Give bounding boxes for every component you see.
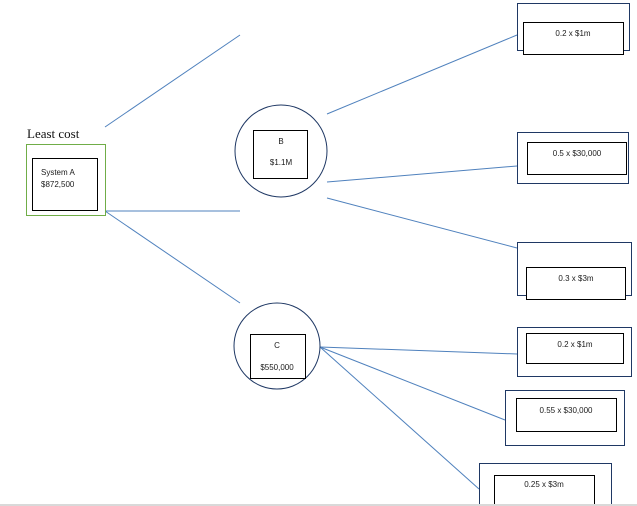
outcome-c-2: 0.55 x $30,000 [505,390,625,446]
root-value: $872,500 [41,180,75,189]
root-node: System A $872,500 [26,144,106,216]
outcome-label: 0.2 x $1m [555,29,590,38]
outcome-inner-box [527,142,627,175]
root-name: System A [41,168,75,177]
node-c: C $550,000 [233,302,321,390]
branch-line-root-top [104,34,241,128]
outcome-inner-box [526,333,624,364]
branch-line-c-outcome-2 [319,346,506,421]
node-b-value: $1.1M [270,158,293,167]
outcome-c-1: 0.2 x $1m [517,327,632,377]
node-c-value: $550,000 [260,363,294,372]
node-c-name: C [274,341,280,350]
outcome-label: 0.25 x $3m [524,480,564,489]
outcome-label: 0.5 x $30,000 [553,149,602,158]
outcome-label: 0.55 x $30,000 [540,406,593,415]
outcome-label: 0.2 x $1m [557,340,592,349]
page-bottom-edge [0,504,637,506]
outcome-inner-box [494,475,595,506]
node-b-name: B [278,137,283,146]
branch-line-c-outcome-3 [319,346,480,490]
outcome-b-2: 0.5 x $30,000 [517,132,629,184]
outcome-label: 0.3 x $3m [558,274,593,283]
root-inner-box [32,158,98,211]
outcome-c-3: 0.25 x $3m [479,463,612,506]
outcome-b-3: 0.3 x $3m [517,242,632,300]
branch-line-root-to-c [104,210,241,304]
diagram-title: Least cost [27,126,80,141]
outcome-inner-box [526,267,626,300]
branch-line-c-outcome-1 [319,346,518,355]
node-c-box [250,334,306,379]
branch-line-b-outcome-3 [326,197,518,249]
branch-line-b-outcome-2 [326,165,518,183]
outcome-inner-box [516,398,617,432]
node-b-box [253,130,308,179]
branch-line-b-outcome-1 [326,34,518,115]
outcome-b-1: 0.2 x $1m [517,3,630,55]
branch-lines [104,34,518,490]
node-b: B $1.1M [234,104,328,198]
outcome-inner-box [523,22,624,55]
